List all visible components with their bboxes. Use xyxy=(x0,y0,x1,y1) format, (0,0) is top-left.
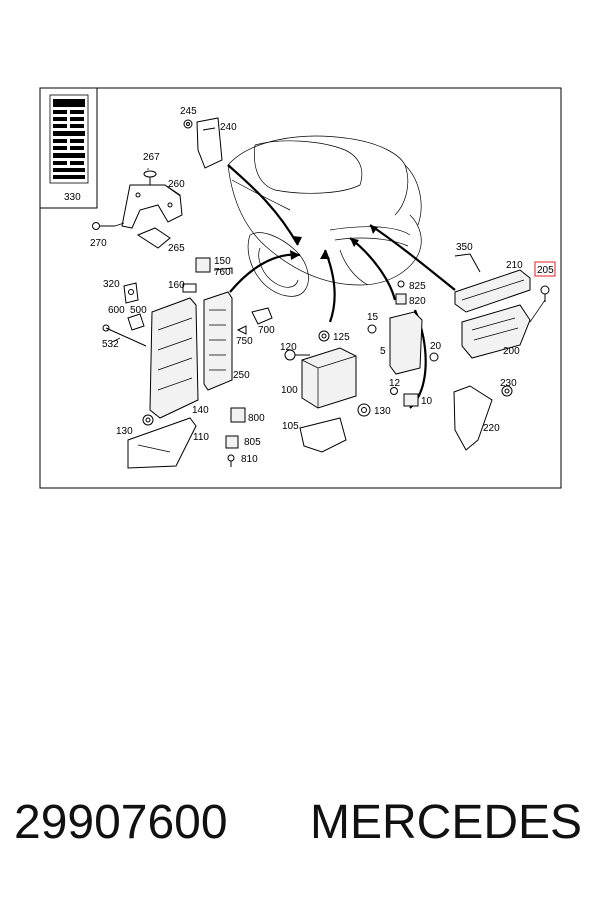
label-160: 160 xyxy=(168,280,185,291)
label-230: 230 xyxy=(500,378,517,389)
label-700: 700 xyxy=(258,325,275,336)
label-210: 210 xyxy=(506,260,523,271)
part-140-fusebox-icon xyxy=(149,297,199,419)
label-260: 260 xyxy=(168,179,185,190)
label-245: 245 xyxy=(180,106,197,117)
fuse-chart-icon xyxy=(49,94,89,184)
part-200-fusebox-icon xyxy=(461,304,531,359)
part-230-nut-icon xyxy=(501,385,513,397)
part-125-icon xyxy=(318,330,330,342)
part-120-bolt-icon xyxy=(284,349,310,361)
label-105: 105 xyxy=(282,421,299,432)
car-outline-illustration xyxy=(227,135,422,297)
part-267-icon xyxy=(143,170,157,185)
label-120: 120 xyxy=(280,342,297,353)
part-130a-nut-icon xyxy=(142,414,154,426)
part-250-module-icon xyxy=(203,291,233,391)
part-150-relay-icon xyxy=(195,257,211,273)
highlight-box-205 xyxy=(534,261,556,277)
part-100-unit-icon xyxy=(301,347,357,409)
label-250: 250 xyxy=(233,370,250,381)
label-330: 330 xyxy=(64,192,81,203)
label-825: 825 xyxy=(409,281,426,292)
footer: 29907600 MERCEDES xyxy=(0,795,600,865)
part-110-bracket-icon xyxy=(127,417,197,469)
part-10-icon xyxy=(403,393,419,407)
part-210-cover-icon xyxy=(454,269,531,313)
label-500: 500 xyxy=(130,305,147,316)
part-205-screw-icon xyxy=(540,285,550,302)
leader-lines xyxy=(111,168,546,343)
label-15: 15 xyxy=(367,312,379,323)
label-150: 150 xyxy=(214,256,231,267)
label-130a: 130 xyxy=(116,426,133,437)
label-820: 820 xyxy=(409,296,426,307)
label-200: 200 xyxy=(503,346,520,357)
part-130b-nut-icon xyxy=(357,403,371,417)
label-130b: 130 xyxy=(374,406,391,417)
label-600: 600 xyxy=(108,305,125,316)
label-140: 140 xyxy=(192,405,209,416)
label-205: 205 xyxy=(537,265,554,276)
part-532-icon xyxy=(102,324,147,347)
part-15-nut-icon xyxy=(367,324,377,334)
label-10: 10 xyxy=(421,396,433,407)
label-5: 5 xyxy=(380,346,386,357)
part-700-icon xyxy=(251,307,273,325)
arrow-heads xyxy=(290,225,420,318)
part-760-icon xyxy=(213,267,233,274)
part-350-icon xyxy=(454,253,481,273)
label-270: 270 xyxy=(90,238,107,249)
label-800: 800 xyxy=(248,413,265,424)
label-20: 20 xyxy=(430,341,442,352)
part-320-icon xyxy=(123,282,139,304)
label-265: 265 xyxy=(168,243,185,254)
part-245-icon xyxy=(183,119,193,129)
part-810-icon xyxy=(227,454,235,467)
label-240: 240 xyxy=(220,122,237,133)
label-805: 805 xyxy=(244,437,261,448)
label-750: 750 xyxy=(236,336,253,347)
part-825-icon xyxy=(397,280,405,288)
part-500-icon xyxy=(127,313,145,331)
label-220: 220 xyxy=(483,423,500,434)
part-750-icon xyxy=(236,325,247,335)
part-270-bolt-icon xyxy=(92,222,115,230)
label-350: 350 xyxy=(456,242,473,253)
label-760: 760 xyxy=(214,267,231,278)
part-805-icon xyxy=(225,435,239,449)
part-820-icon xyxy=(395,293,407,305)
part-number: 29907600 xyxy=(14,796,228,849)
part-265-pad-icon xyxy=(136,227,171,249)
part-105-bracket-icon xyxy=(299,417,347,453)
inset-box xyxy=(40,87,98,209)
part-240-icon xyxy=(196,117,223,169)
part-12-nut-icon xyxy=(390,387,398,395)
part-220-bracket-icon xyxy=(453,385,493,451)
part-160-icon xyxy=(182,283,197,293)
part-20-nut-icon xyxy=(429,352,439,362)
part-260-bracket-icon xyxy=(121,184,183,229)
part-800-connector-icon xyxy=(230,407,246,423)
label-267: 267 xyxy=(143,152,160,163)
label-320: 320 xyxy=(103,279,120,290)
label-110: 110 xyxy=(193,432,209,443)
label-100: 100 xyxy=(281,385,298,396)
label-532: 532 xyxy=(102,339,119,350)
label-125: 125 xyxy=(333,332,350,343)
label-12: 12 xyxy=(389,378,401,389)
part-5-module-icon xyxy=(389,311,423,375)
label-810: 810 xyxy=(241,454,258,465)
brand-name: MERCEDES xyxy=(310,796,583,849)
